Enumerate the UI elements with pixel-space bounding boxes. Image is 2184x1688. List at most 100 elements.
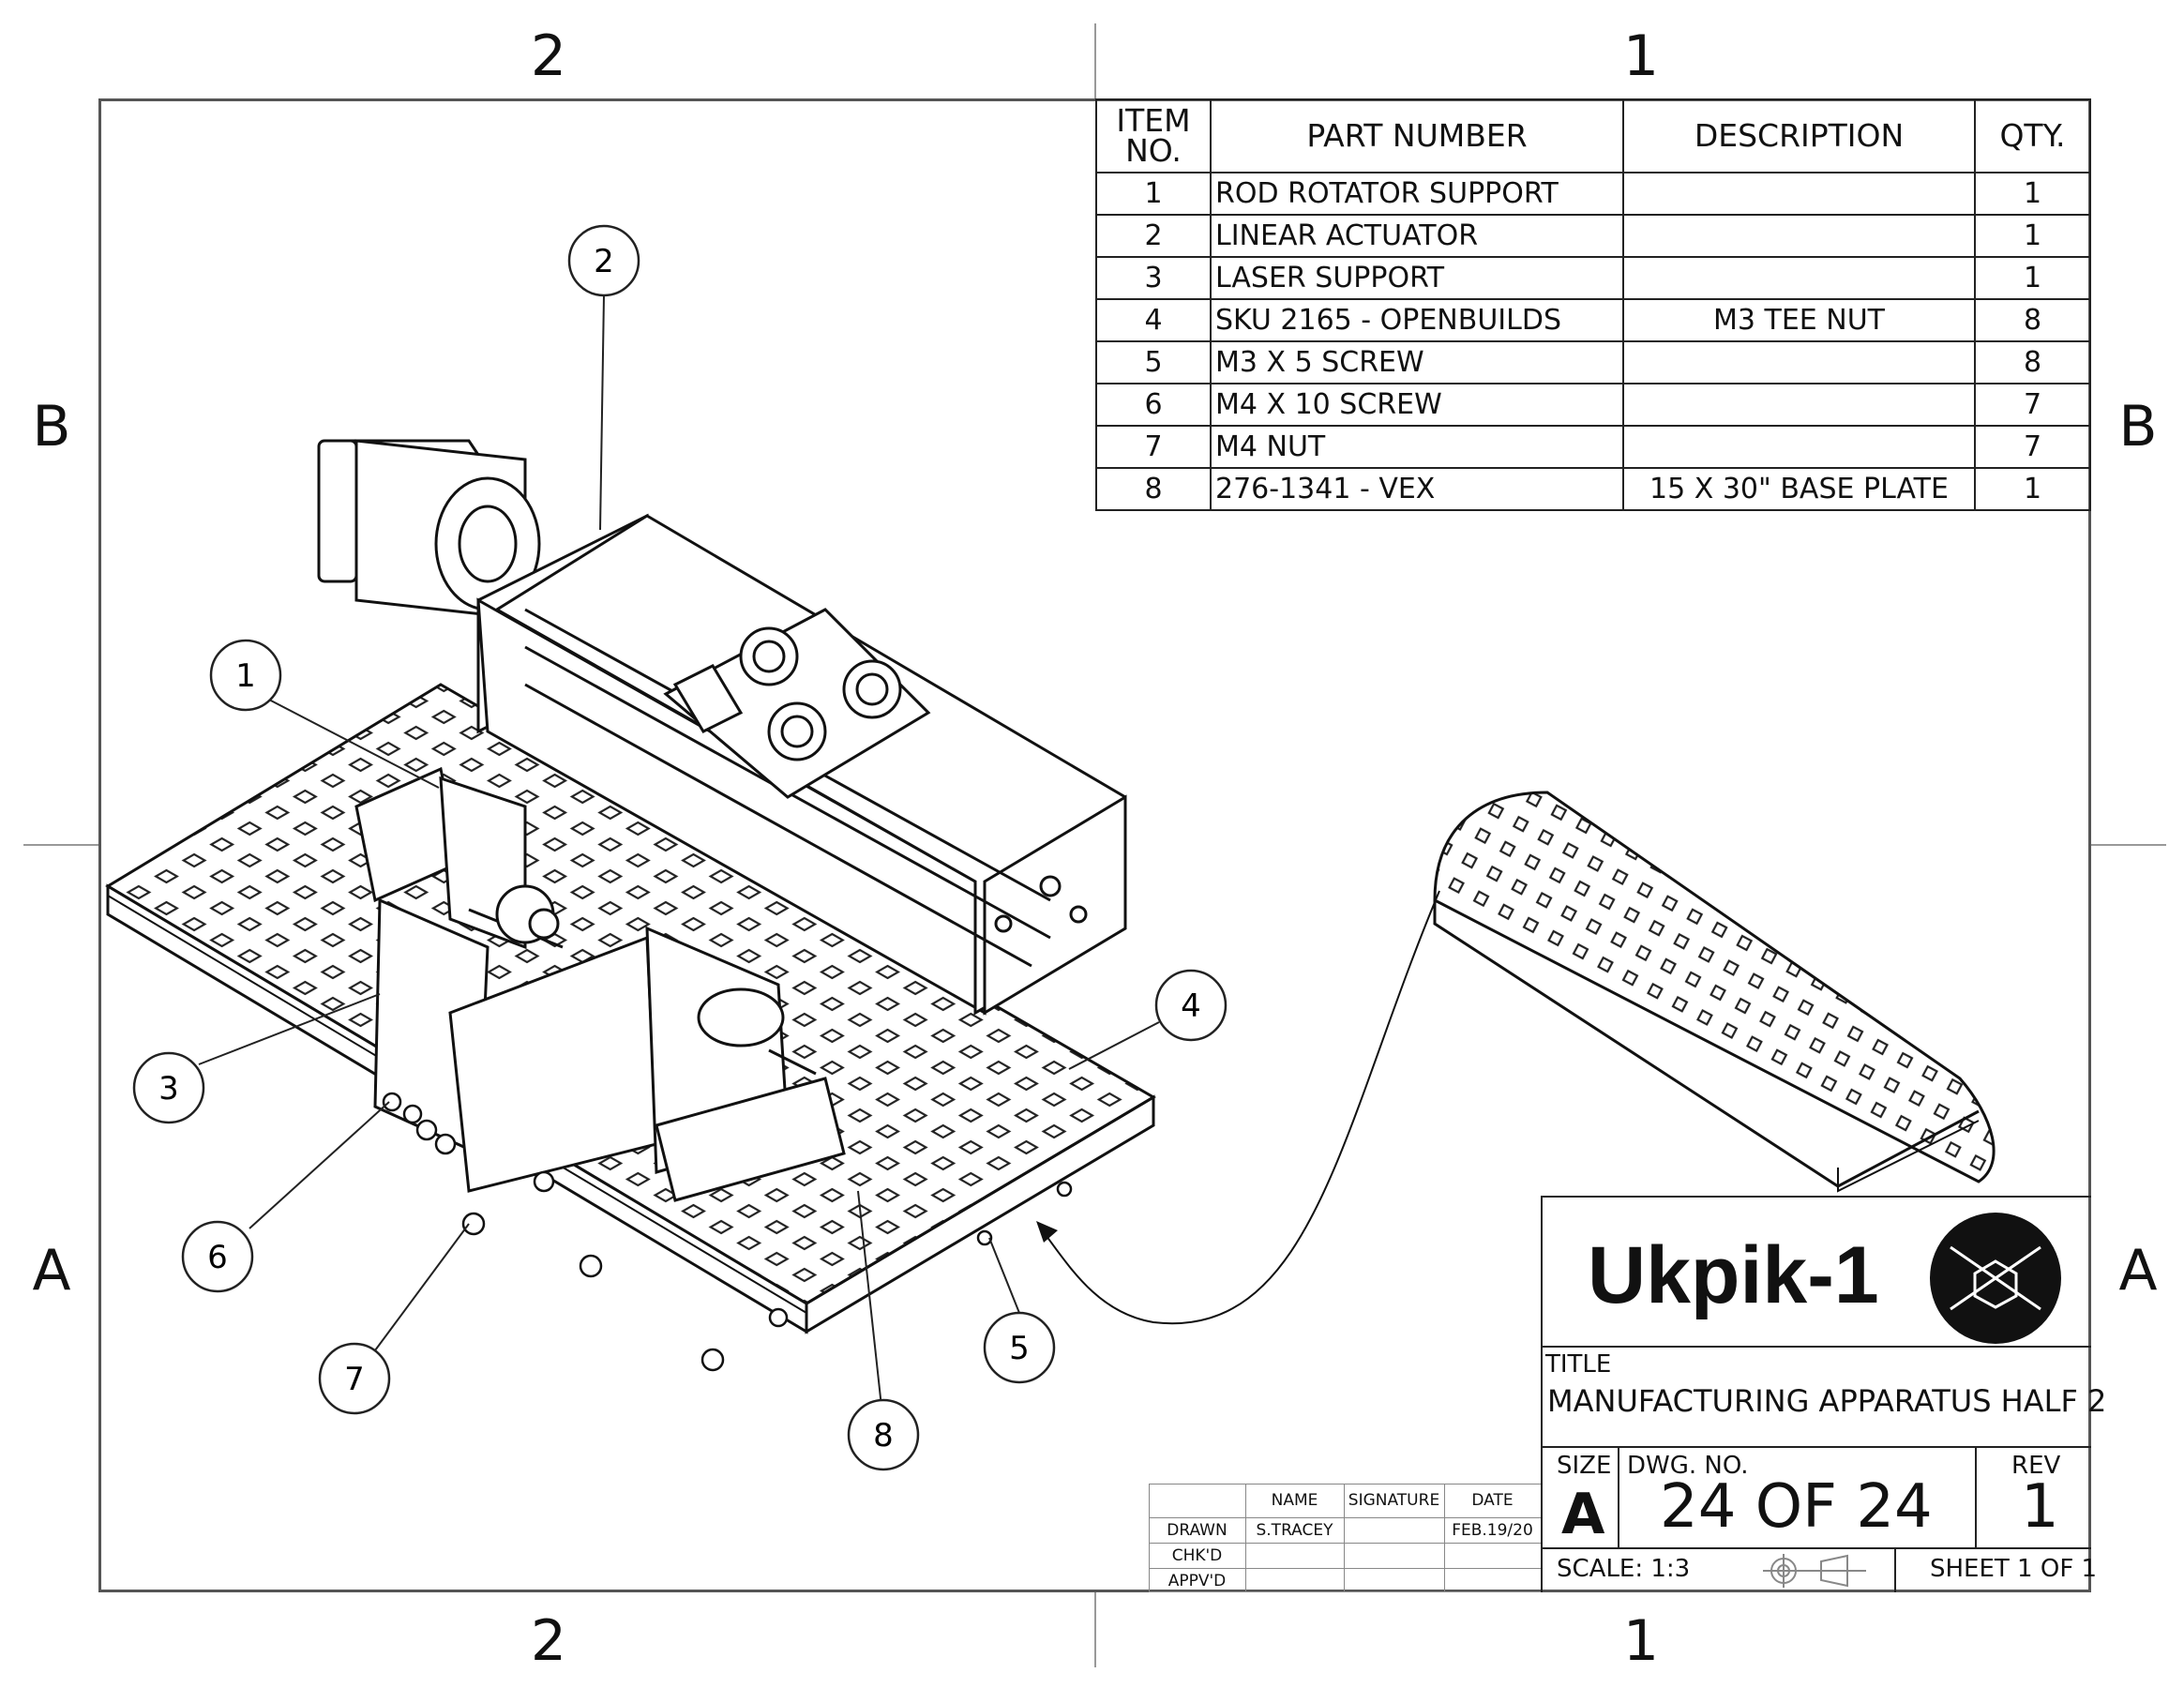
zone-marker-left-B: B (32, 394, 71, 460)
approval-divider (1344, 1484, 1345, 1592)
drawing-number: 24 OF 24 (1660, 1472, 1933, 1542)
bom-desc (1622, 383, 1976, 427)
bom-part: M3 X 5 SCREW (1210, 340, 1624, 384)
revision: 1 (2021, 1472, 2059, 1542)
approval-header-name: NAME (1271, 1491, 1318, 1510)
balloon-label: 5 (1009, 1330, 1030, 1367)
company-logo (1930, 1213, 2061, 1344)
sheet-number: SHEET 1 OF 1 (1930, 1555, 2098, 1583)
bom-header-item: ITEM NO. (1095, 98, 1212, 173)
zone-marker-right-A: A (2118, 1238, 2158, 1304)
title-block-divider (1541, 1346, 2091, 1348)
balloon-leaders (198, 294, 1160, 1408)
bom-desc (1622, 340, 1976, 384)
bom-part: LINEAR ACTUATOR (1210, 214, 1624, 258)
bom-part: M4 NUT (1210, 425, 1624, 469)
bom-desc (1622, 172, 1976, 216)
approval-divider (1149, 1517, 1541, 1518)
dwg-no-label: DWG. NO. (1627, 1452, 1749, 1480)
zone-divider-bottom (1094, 1592, 1096, 1667)
balloon-circle (209, 639, 282, 712)
bom-qty: 1 (1974, 256, 2091, 300)
bom-qty: 7 (1974, 425, 2091, 469)
approval-date: FEB.19/20 (1452, 1521, 1533, 1540)
approval-name: S.TRACEY (1256, 1521, 1333, 1540)
title-block-divider (1894, 1547, 1896, 1592)
bom-item: 6 (1095, 383, 1212, 427)
bom-desc (1622, 425, 1976, 469)
bom-qty: 7 (1974, 383, 2091, 427)
bom-qty: 1 (1974, 172, 2091, 216)
bom-header-qty: QTY. (1974, 98, 2091, 173)
bom-item: 1 (1095, 172, 1212, 216)
bom-part: M4 X 10 SCREW (1210, 383, 1624, 427)
balloon-label: 4 (1181, 987, 1201, 1025)
approval-role: APPV'D (1167, 1572, 1227, 1590)
balloon-label: 7 (344, 1361, 365, 1398)
balloon-circle (567, 224, 640, 297)
zone-marker-top-1: 1 (1622, 23, 1660, 89)
title-block-divider (1541, 1547, 2091, 1549)
balloon-label: 1 (235, 657, 256, 695)
approval-role: DRAWN (1167, 1521, 1228, 1540)
title-label: TITLE (1545, 1350, 1612, 1379)
bom-desc (1622, 214, 1976, 258)
drawing-title: MANUFACTURING APPARATUS HALF 2 (1547, 1383, 2107, 1419)
zone-marker-right-B: B (2118, 394, 2158, 460)
balloon-label: 3 (158, 1070, 179, 1108)
approval-divider (1149, 1543, 1541, 1544)
scale: SCALE: 1:3 (1557, 1555, 1691, 1583)
bom-part: LASER SUPPORT (1210, 256, 1624, 300)
zone-marker-left-A: A (32, 1238, 71, 1304)
hardware-parts (382, 1092, 1073, 1372)
bom-item: 8 (1095, 467, 1212, 511)
zone-divider-top (1094, 23, 1096, 98)
bom-item: 2 (1095, 214, 1212, 258)
gantry-plate (663, 608, 931, 799)
zone-marker-top-2: 2 (530, 23, 567, 89)
zone-divider-right (2091, 844, 2166, 846)
bom-desc (1622, 256, 1976, 300)
balloon-label: 6 (207, 1239, 228, 1276)
zone-divider-left (23, 844, 98, 846)
title-block-divider (1975, 1446, 1977, 1547)
balloon-circle (318, 1342, 391, 1415)
bom-item: 4 (1095, 298, 1212, 342)
bom-item: 7 (1095, 425, 1212, 469)
balloon-circle (132, 1051, 205, 1124)
bom-part: 276-1341 - VEX (1210, 467, 1624, 511)
logo-text: Ukpik-1 (1588, 1230, 1879, 1320)
balloon-label: 8 (873, 1417, 894, 1454)
approval-header-date: DATE (1471, 1491, 1514, 1510)
balloon-circle (847, 1398, 920, 1471)
laser-support (373, 897, 846, 1202)
rod-rotator-support (354, 766, 564, 950)
bom-qty: 1 (1974, 467, 2091, 511)
title-block-divider (1541, 1446, 2091, 1448)
bom-item: 5 (1095, 340, 1212, 384)
bom-qty: 8 (1974, 340, 2091, 384)
approval-divider (1245, 1484, 1246, 1592)
approval-header-signature: SIGNATURE (1348, 1491, 1440, 1510)
balloon-circle (1154, 969, 1228, 1042)
bom-item: 3 (1095, 256, 1212, 300)
detail-view (1036, 791, 1996, 1325)
title-block (1541, 1196, 2091, 1592)
rev-label: REV (2011, 1452, 2061, 1480)
size-label: SIZE (1557, 1452, 1612, 1480)
sheet-size: A (1561, 1482, 1605, 1547)
projection-symbol-icon (1763, 1554, 1866, 1588)
bom-desc: 15 X 30" BASE PLATE (1622, 467, 1976, 511)
approval-table (1149, 1484, 1541, 1592)
bom-qty: 1 (1974, 214, 2091, 258)
balloon-circle (181, 1220, 254, 1293)
